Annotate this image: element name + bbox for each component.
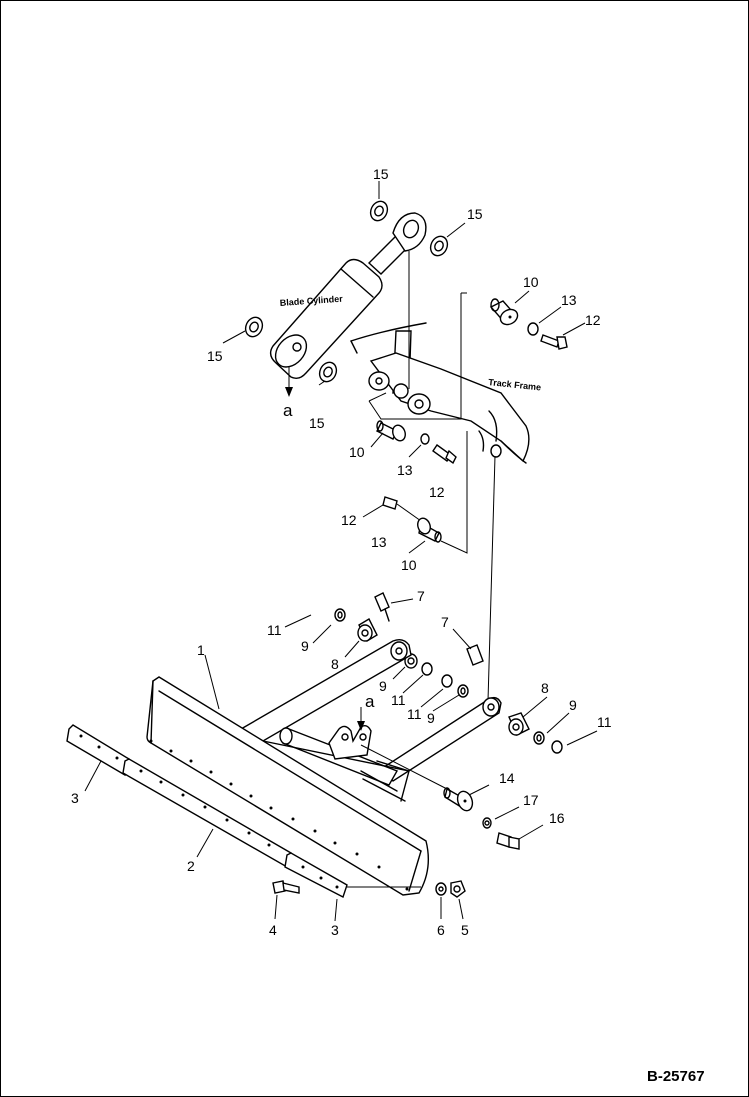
callout-9: 9 [427, 710, 435, 726]
blade [146, 676, 429, 896]
callout-10: 10 [349, 444, 365, 460]
bolt-12-upper [540, 334, 568, 350]
left-bushing-group [334, 608, 378, 642]
callout-15: 15 [373, 166, 389, 182]
callout-3: 3 [331, 922, 339, 938]
washer-13-middle [420, 433, 430, 445]
callout-10: 10 [401, 557, 417, 573]
washer-6 [435, 882, 447, 896]
callout-12: 12 [341, 512, 357, 528]
end-bit-3-right [284, 852, 421, 898]
blade-cylinder-label: Blade Cylinder [279, 294, 343, 308]
callout-1: 1 [197, 642, 205, 658]
pin-10-upper [489, 298, 519, 326]
callout-15: 15 [309, 415, 325, 431]
callout-11: 11 [407, 706, 422, 722]
bolt-4 [272, 880, 300, 894]
callout-9: 9 [569, 697, 577, 713]
grease-fitting-7-left [374, 592, 390, 622]
callout-5: 5 [461, 922, 469, 938]
callout-15: 15 [207, 348, 223, 364]
callout-11: 11 [597, 714, 612, 730]
callout-4: 4 [269, 922, 277, 938]
callout-9: 9 [301, 638, 309, 654]
callout-3: 3 [71, 790, 79, 806]
callout-10: 10 [523, 274, 539, 290]
bolt-16 [496, 832, 520, 850]
leader-lines [84, 181, 598, 922]
callout-11: 11 [267, 622, 282, 638]
callout-9: 9 [379, 678, 387, 694]
blade-holes [149, 739, 409, 891]
callout-6: 6 [437, 922, 445, 938]
track-frame-bracket [350, 322, 530, 464]
callout-16: 16 [549, 810, 565, 826]
view-arrow-lower [357, 707, 365, 731]
callout-12: 12 [429, 484, 445, 500]
callout-8: 8 [541, 680, 549, 696]
pin-10-lower [417, 517, 442, 543]
callout-13: 13 [397, 462, 413, 478]
callout-7: 7 [417, 588, 425, 604]
view-arrow-top [285, 366, 293, 397]
callout-7: 7 [441, 614, 449, 630]
callout-12: 12 [585, 312, 601, 328]
callout-2: 2 [187, 858, 195, 874]
washer-17 [482, 817, 492, 829]
middle-washer-group [404, 653, 469, 698]
callout-13: 13 [371, 534, 387, 550]
washer-13-upper [527, 322, 539, 336]
bolt-12-lower [382, 496, 422, 522]
pin-14 [443, 787, 474, 812]
grease-fitting-7-right [466, 644, 484, 666]
nut-5 [450, 880, 466, 898]
bolt-12-middle [432, 444, 457, 465]
blade-cylinder [269, 212, 427, 380]
callout-15: 15 [467, 206, 483, 222]
pin-10-middle [376, 420, 406, 442]
view-marker-a-lower: a [365, 692, 375, 711]
callout-17: 17 [523, 792, 539, 808]
blade-frame-arms [239, 638, 502, 802]
callout-11: 11 [391, 692, 406, 708]
right-bushing-group [508, 712, 563, 754]
callout-8: 8 [331, 656, 339, 672]
view-marker-a-top: a [283, 401, 293, 420]
callout-13: 13 [561, 292, 577, 308]
drawing-code: B-25767 [647, 1068, 705, 1085]
callout-14: 14 [499, 770, 515, 786]
washers-15 [244, 200, 449, 383]
